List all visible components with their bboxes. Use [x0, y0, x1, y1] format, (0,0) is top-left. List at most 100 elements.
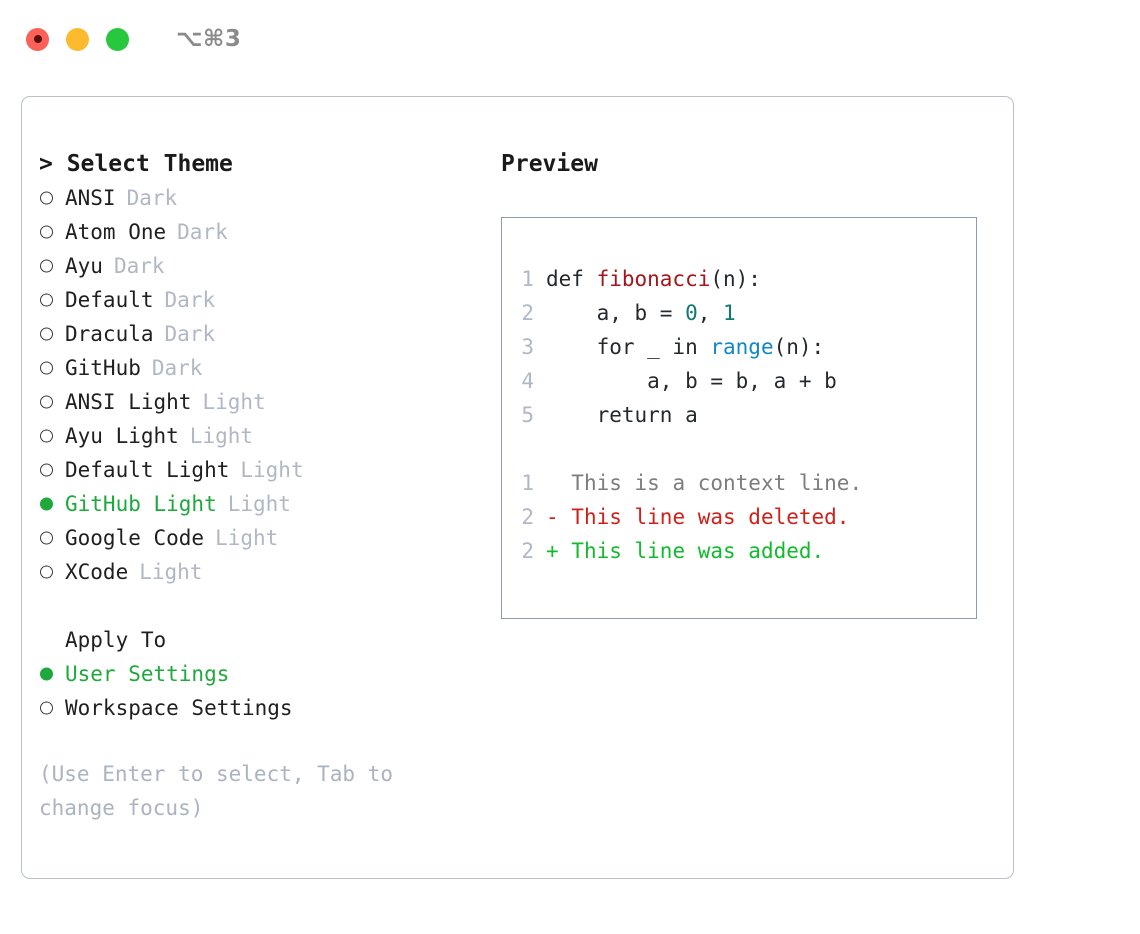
code-token: return a	[546, 403, 698, 427]
theme-variant-badge: Dark	[151, 356, 203, 380]
minimize-button[interactable]	[66, 27, 89, 51]
code-line-text: return a	[546, 398, 698, 432]
theme-variant-badge: Light	[202, 390, 266, 414]
code-token: range	[710, 335, 774, 359]
apply-to-item[interactable]: Workspace Settings	[39, 691, 489, 725]
close-button[interactable]	[26, 27, 49, 51]
code-token: a, b =	[546, 301, 686, 325]
code-line-text: def fibonacci(n):	[546, 262, 761, 296]
radio-selected-icon[interactable]	[39, 657, 65, 691]
code-line: 4 a, b = b, a + b	[502, 364, 976, 398]
code-line-text: a, b = b, a + b	[546, 364, 837, 398]
theme-variant-badge: Light	[139, 560, 203, 584]
apply-to-item[interactable]: User Settings	[39, 657, 489, 691]
diff-line: 1 This is a context line.	[502, 466, 976, 500]
zoom-button[interactable]	[106, 27, 129, 51]
code-token: 0	[685, 301, 698, 325]
code-line: 3 for _ in range(n):	[502, 330, 976, 364]
radio-glyph	[40, 463, 53, 477]
code-line-number: 3	[521, 335, 534, 359]
radio-unselected-icon[interactable]	[39, 419, 65, 453]
code-token: fibonacci	[596, 267, 711, 291]
code-line-number: 5	[521, 403, 534, 427]
radio-unselected-icon[interactable]	[39, 351, 65, 385]
theme-list-item[interactable]: GitHub Dark	[39, 351, 489, 385]
select-theme-heading: > Select Theme	[39, 147, 489, 181]
prompt-caret: >	[39, 151, 67, 177]
code-line-number: 1	[521, 267, 534, 291]
theme-list-item[interactable]: ANSI Light Light	[39, 385, 489, 419]
code-token: (n):	[710, 267, 761, 291]
diff-marker: -	[546, 505, 572, 529]
code-diff-spacer	[502, 432, 976, 466]
diff-sample: 1 This is a context line. 2- This line wa…	[502, 466, 976, 568]
theme-name: XCode	[65, 560, 129, 584]
radio-unselected-icon[interactable]	[39, 385, 65, 419]
radio-unselected-icon[interactable]	[39, 317, 65, 351]
code-token: 1	[723, 301, 736, 325]
radio-selected-icon[interactable]	[39, 487, 65, 521]
code-token: ,	[697, 301, 724, 325]
apply-to-label: Workspace Settings	[65, 696, 293, 720]
theme-variant-badge: Dark	[126, 186, 178, 210]
theme-name: Default Light	[65, 458, 230, 482]
theme-name: GitHub Light	[65, 492, 217, 516]
theme-name: ANSI	[65, 186, 116, 210]
code-line-text: for _ in range(n):	[546, 330, 825, 364]
diff-line: 2+ This line was added.	[502, 534, 976, 568]
radio-unselected-icon[interactable]	[39, 691, 65, 725]
window-title: ⌥⌘3	[176, 26, 242, 52]
diff-marker	[546, 466, 571, 500]
select-theme-heading-text: Select Theme	[66, 151, 233, 177]
theme-variant-badge: Dark	[113, 254, 165, 278]
apply-to-heading-spacer	[39, 623, 65, 657]
diff-line-text: This line was added.	[571, 539, 825, 563]
apply-to-heading-text: Apply To	[65, 628, 167, 652]
radio-unselected-icon[interactable]	[39, 555, 65, 589]
theme-name: GitHub	[65, 356, 141, 380]
theme-variant-badge: Dark	[164, 288, 216, 312]
radio-glyph	[40, 667, 53, 681]
theme-variant-badge: Light	[215, 526, 279, 550]
radio-unselected-icon[interactable]	[39, 249, 65, 283]
theme-list-item[interactable]: Default Dark	[39, 283, 489, 317]
theme-list-item[interactable]: XCode Light	[39, 555, 489, 589]
radio-unselected-icon[interactable]	[39, 521, 65, 555]
diff-line-number: 2	[521, 539, 534, 563]
radio-unselected-icon[interactable]	[39, 181, 65, 215]
radio-unselected-icon[interactable]	[39, 453, 65, 487]
code-line-number: 4	[521, 369, 534, 393]
theme-name: Atom One	[65, 220, 167, 244]
theme-list-item[interactable]: ANSI Dark	[39, 181, 489, 215]
radio-unselected-icon[interactable]	[39, 215, 65, 249]
radio-unselected-icon[interactable]	[39, 283, 65, 317]
code-line-number: 2	[521, 301, 534, 325]
code-line: 5 return a	[502, 398, 976, 432]
theme-list-item[interactable]: Default Light Light	[39, 453, 489, 487]
theme-name: ANSI Light	[65, 390, 192, 414]
radio-glyph	[40, 531, 53, 545]
theme-name: Default	[65, 288, 154, 312]
theme-variant-badge: Light	[240, 458, 304, 482]
code-line-text: a, b = 0, 1	[546, 296, 736, 330]
apply-to-label: User Settings	[65, 662, 230, 686]
theme-name: Ayu Light	[65, 424, 179, 448]
keyboard-hint: (Use Enter to select, Tab to change focu…	[39, 762, 406, 820]
radio-glyph	[40, 395, 53, 409]
theme-variant-badge: Dark	[164, 322, 216, 346]
preview-heading: Preview	[501, 151, 598, 177]
code-line: 1 def fibonacci(n):	[502, 262, 976, 296]
radio-glyph	[40, 565, 53, 579]
